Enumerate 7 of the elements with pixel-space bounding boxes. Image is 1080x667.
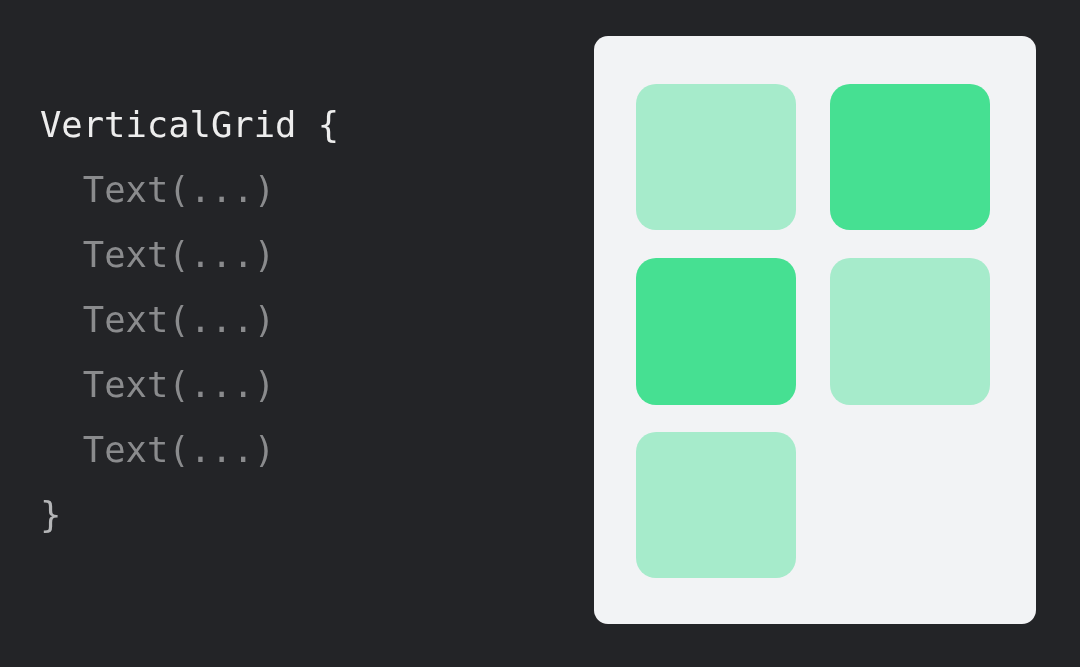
code-line: Text(...) xyxy=(82,298,276,342)
code-line: Text(...) xyxy=(82,233,276,277)
code-line: VerticalGrid { xyxy=(40,103,340,147)
code-line: } xyxy=(40,493,62,537)
code-line: Text(...) xyxy=(82,168,276,212)
code-line: Text(...) xyxy=(82,363,276,407)
code-line: Text(...) xyxy=(82,428,276,472)
